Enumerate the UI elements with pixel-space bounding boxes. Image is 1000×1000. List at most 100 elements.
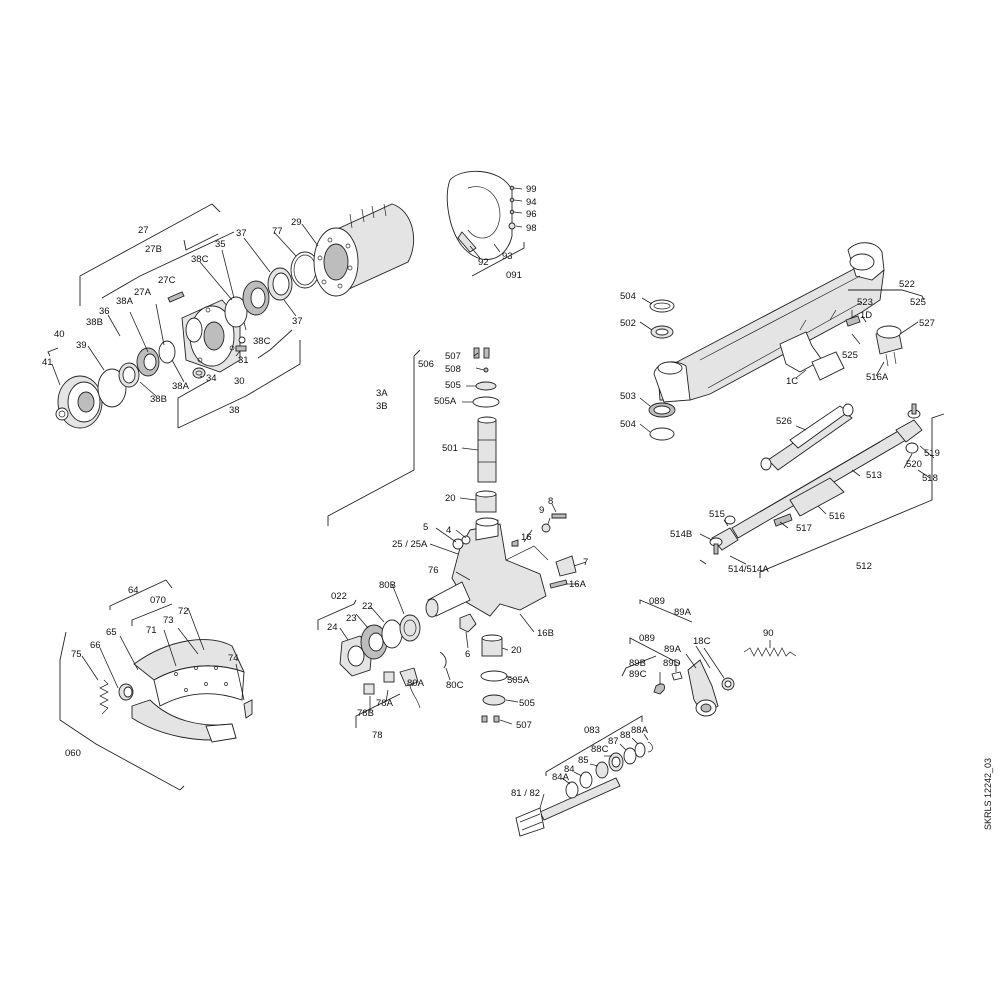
brake-shoe-lower[interactable] [131,699,237,743]
wheel-stud[interactable] [167,291,185,303]
thrust-washer-504b[interactable] [649,427,675,441]
camshaft[interactable] [515,777,621,837]
label-518: 518 [922,473,938,484]
abs-sensor[interactable] [399,667,421,709]
cam-snap-ring[interactable] [647,741,653,753]
clevis-clip[interactable] [671,671,683,681]
abs-sensor-clip[interactable] [439,651,447,669]
label-89b: 89B [629,658,646,669]
inner-seal[interactable] [267,267,293,301]
label-94: 94 [526,197,537,208]
thrust-bearing-503[interactable] [648,402,676,418]
shield-screw[interactable] [509,185,515,191]
label-3b: 3B [376,401,388,412]
inner-bearing[interactable] [242,280,270,316]
label-089-a: 089 [649,596,665,607]
label-514b: 514B [670,529,692,540]
thrust-bearing[interactable] [360,624,388,660]
lower-screws[interactable] [481,715,500,723]
hub-cap[interactable] [55,375,103,429]
slack-adjuster[interactable] [687,659,719,717]
shim[interactable] [461,535,471,545]
label-80a: 80A [407,678,425,689]
cover-screw[interactable] [473,347,490,359]
label-503: 503 [620,391,636,402]
stop-screw[interactable] [845,315,861,327]
tie-rod-end-right[interactable] [895,403,923,443]
lower-bushing[interactable] [481,634,503,657]
axle-group [639,242,925,441]
label-520: 520 [906,459,922,470]
cap-505[interactable] [475,381,497,391]
tie-rod-bracket[interactable] [789,477,845,517]
adjuster-bushing[interactable] [721,677,735,691]
cam-seal-88[interactable] [634,742,646,758]
bearing-ring[interactable] [158,340,176,364]
label-070: 070 [150,595,166,606]
label-92: 92 [478,257,489,268]
thrust-washer-504[interactable] [649,299,675,313]
tie-rod-end-left[interactable] [709,527,739,555]
clevis-pin[interactable] [653,683,665,695]
outer-bearing[interactable] [136,347,160,377]
label-522: 522 [899,279,915,290]
clamp-right[interactable] [905,442,919,454]
cam-bushing-88c[interactable] [608,752,624,772]
abs-ring[interactable] [224,296,248,328]
brake-chamber[interactable] [875,325,903,367]
label-505a-b: 505A [507,675,530,686]
label-38c-a: 38C [191,254,209,265]
steering-linkage-group [699,403,945,578]
label-24: 24 [327,622,338,633]
return-spring[interactable] [743,647,797,657]
steering-knuckle[interactable] [425,517,549,618]
cam-washer-84a[interactable] [565,781,579,799]
king-pin-bushing[interactable] [475,490,497,513]
shoe-roller[interactable] [118,683,134,701]
label-18c: 18C [693,636,711,647]
steering-arm-boot[interactable] [555,555,577,577]
cam-spacer-85[interactable] [595,761,609,779]
brake-shoe-group [59,579,253,791]
anchor-pin[interactable] [243,699,253,719]
clamp-bolt[interactable] [773,513,793,527]
hub-nut[interactable] [192,367,206,379]
stop-bolt[interactable] [541,513,567,533]
brake-drum[interactable] [313,203,415,297]
king-pin[interactable] [477,416,497,483]
arm-bolt[interactable] [549,579,568,589]
cam-seal-84[interactable] [579,771,593,789]
seal-ring[interactable] [399,614,421,642]
dust-shield[interactable] [446,170,513,260]
shock-absorber[interactable] [760,403,854,471]
label-25: 25 / 25A [392,539,428,550]
gasket-505a[interactable] [472,396,500,408]
callout-labels: 27 27B 27C 27A 40 41 39 38B 36 38A 38B 3… [42,184,940,799]
seal-502[interactable] [650,325,674,339]
clamp-left[interactable] [724,515,736,525]
lock-washer[interactable] [483,367,489,373]
outer-bearing-seal[interactable] [118,362,140,388]
lower-cover[interactable] [482,694,506,706]
label-34: 34 [206,373,217,384]
label-506: 506 [418,359,434,370]
shield-nut[interactable] [509,209,515,215]
cam-washer-87[interactable] [623,747,637,765]
label-1c: 1C [786,376,798,387]
bearing-seal[interactable] [381,619,403,649]
grease-nipple[interactable] [511,539,519,547]
label-35: 35 [215,239,226,250]
shield-plug[interactable] [508,222,516,230]
label-80c: 80C [446,680,464,691]
sensor-bushing[interactable] [363,671,395,695]
brake-shoe-upper[interactable] [133,639,245,707]
lower-cap[interactable] [459,613,477,633]
thrust-bearing-group [317,583,451,728]
label-6: 6 [465,649,470,660]
abs-bolt[interactable] [235,336,247,352]
shield-washer[interactable] [509,197,515,203]
axle-beam[interactable] [653,242,885,403]
lower-gasket[interactable] [480,670,508,682]
label-89c: 89C [629,669,647,680]
shoe-spring[interactable] [99,679,109,715]
